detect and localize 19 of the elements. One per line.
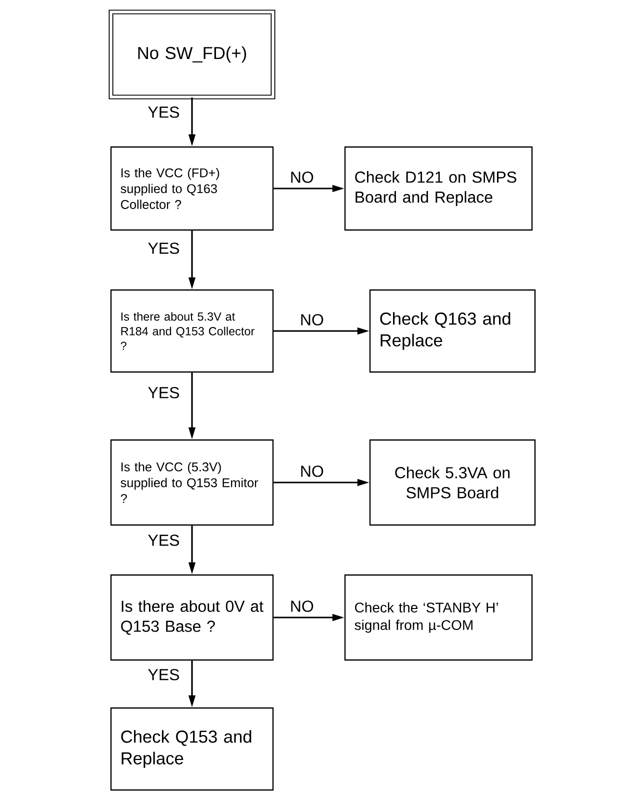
edge-label: NO xyxy=(298,464,326,478)
decision-box: Is the VCC (FD+) supplied to Q163 Collector ? xyxy=(110,146,274,231)
edge-label: YES xyxy=(146,386,182,400)
decision-box: Check Q153 and Replace xyxy=(110,707,274,791)
process-box: Check D121 on SMPS Board and Replace xyxy=(344,146,533,231)
process-box: Check Q163 and Replace xyxy=(369,289,536,373)
edge-label: NO xyxy=(288,170,316,184)
process-box: Check 5.3VA on SMPS Board xyxy=(369,439,536,526)
edge-label: YES xyxy=(146,668,182,682)
decision-box: Is there about 0V at Q153 Base ? xyxy=(110,574,274,661)
edge-label: YES xyxy=(146,105,182,120)
edge-label: NO xyxy=(298,312,326,327)
decision-box: Is there about 5.3V at R184 and Q153 Collector ? xyxy=(110,289,274,373)
edge-label: NO xyxy=(288,599,316,614)
edge-label: YES xyxy=(146,533,182,548)
edge-label: YES xyxy=(146,241,182,256)
decision-box: Is the VCC (5.3V) supplied to Q153 Emitor ? xyxy=(110,439,274,526)
process-box: Check the ‘STANBY H’ signal from µ-COM xyxy=(344,574,533,661)
start-box: No SW_FD(+) xyxy=(108,10,276,100)
